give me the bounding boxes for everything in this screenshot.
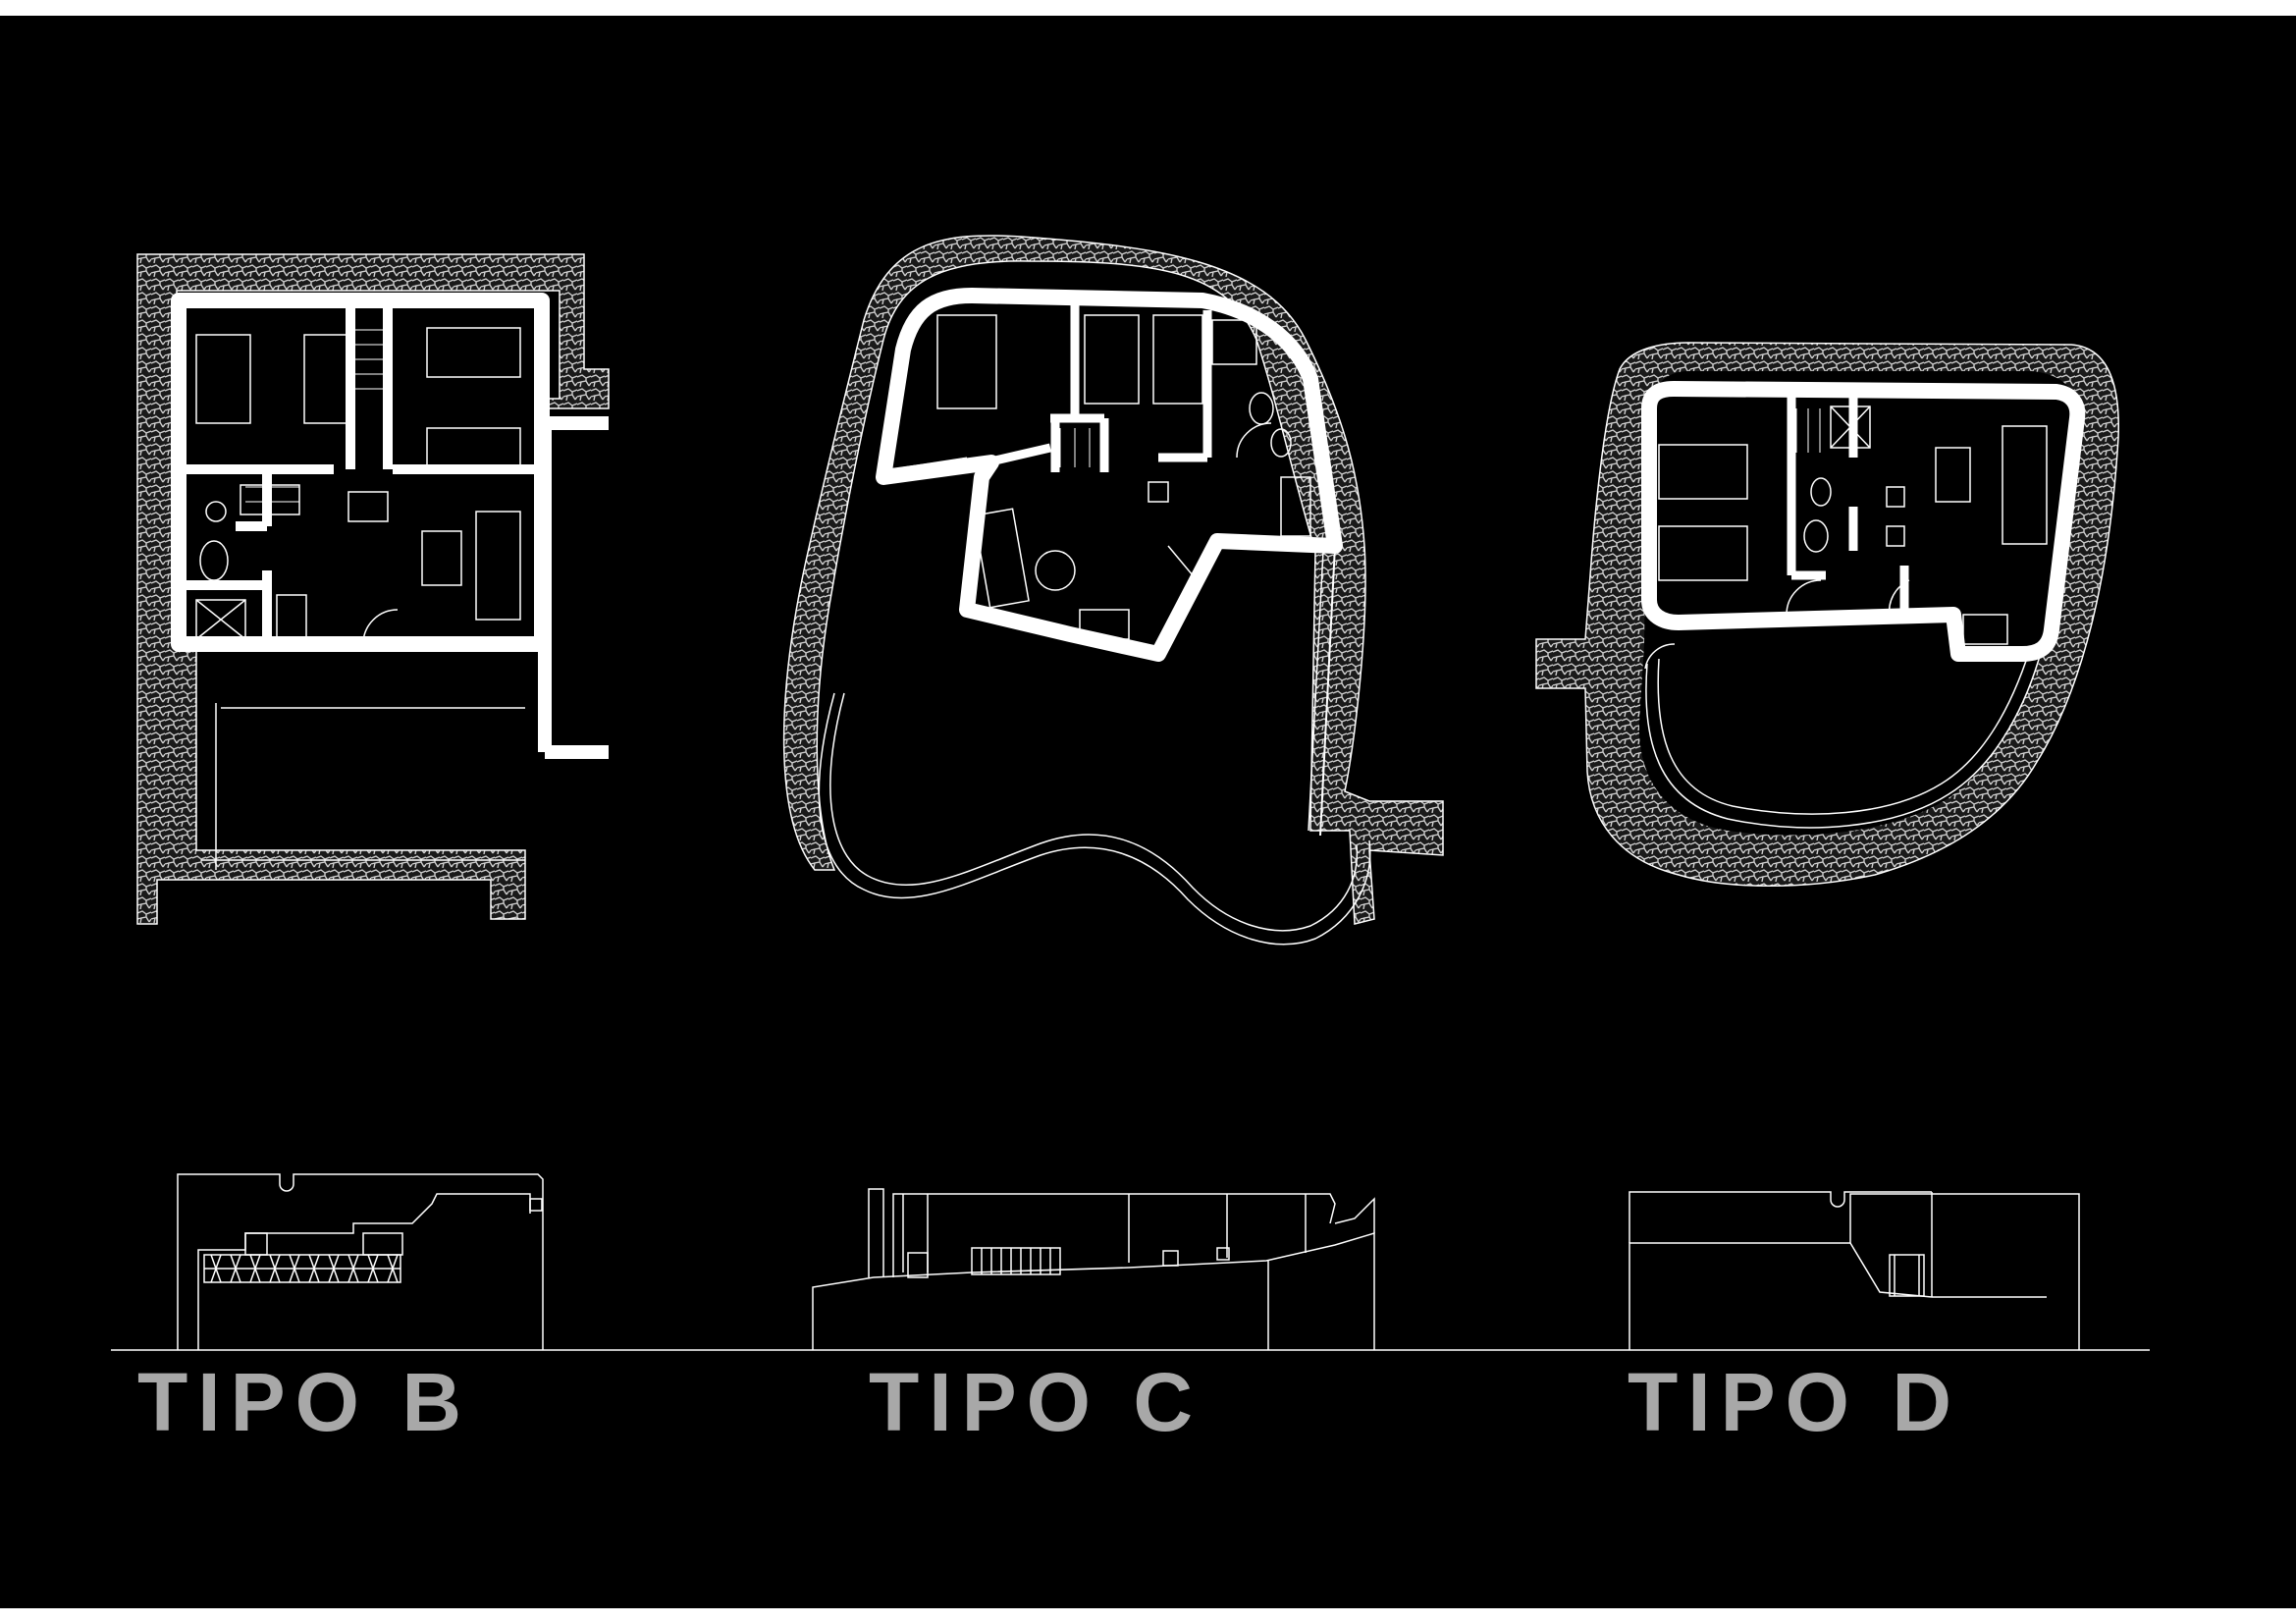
tipo-d-label: TIPO D	[1628, 1356, 1962, 1448]
drawing-sheet: TIPO B TIPO C TIPO D	[0, 16, 2296, 1608]
tipo-c-elevation	[812, 1188, 1375, 1350]
tipo-d-elevation	[1629, 1191, 2080, 1350]
tipo-b-plan	[136, 253, 610, 925]
tipo-c-label: TIPO C	[869, 1356, 1203, 1448]
tipo-d-plan	[1535, 342, 2119, 887]
tipo-c-house-wall	[876, 288, 1343, 662]
architectural-drawing	[111, 235, 2150, 1351]
elevations	[111, 1173, 2150, 1351]
tipo-c-plan	[782, 235, 1444, 946]
tipo-b-elevation	[177, 1173, 544, 1350]
tipo-c-stone-wall	[782, 235, 1444, 925]
tipo-b-label: TIPO B	[137, 1356, 472, 1448]
tipo-d-house-wall	[1641, 381, 2086, 662]
